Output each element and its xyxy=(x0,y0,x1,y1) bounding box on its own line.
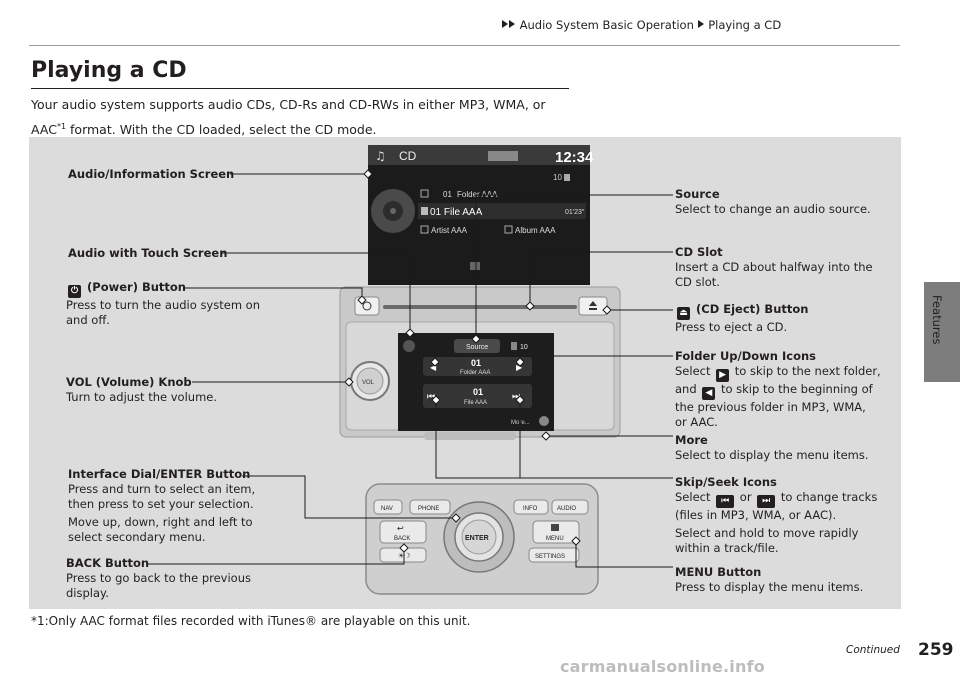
enter-label: ENTER xyxy=(465,535,489,542)
intro-paragraph: Your audio system supports audio CDs, CD… xyxy=(31,94,591,141)
vol-knob-label: VOL xyxy=(362,380,375,386)
hand-icon xyxy=(470,262,480,270)
back-arrow-icon: ↩ xyxy=(397,524,404,533)
intro-line-2: AAC*1 format. With the CD loaded, select… xyxy=(31,122,377,138)
settings-button xyxy=(528,547,580,563)
callout-interface-dial: Interface Dial/ENTER Button Press and tu… xyxy=(68,467,256,544)
touch-source-button xyxy=(454,339,500,353)
eject-icon: ⏏ xyxy=(677,307,690,320)
touch-more-icon xyxy=(539,416,549,426)
power-icon: ⏻ xyxy=(68,285,81,298)
continued-label: Continued xyxy=(846,644,900,656)
callout-skip-seek: Skip/Seek Icons Select ⏮ or ⏭ to change … xyxy=(675,475,878,555)
callout-more: More Select to display the menu items. xyxy=(675,433,869,462)
menu-button xyxy=(532,520,580,544)
touch-track-row xyxy=(423,384,532,408)
callout-back-button: BACK Button Press to go back to the prev… xyxy=(66,556,251,600)
breadcrumb-current: Playing a CD xyxy=(708,18,782,32)
folder-down-icon: ◀ xyxy=(702,387,716,400)
screen-source-label: CD xyxy=(399,149,417,163)
watermark: carmanualsonline.info xyxy=(560,657,765,676)
callout-menu-button: MENU Button Press to display the menu it… xyxy=(675,565,864,594)
touch-folder-num: 01 xyxy=(471,358,481,368)
phone-label: PHONE xyxy=(418,506,439,512)
breadcrumb-arrow-icon xyxy=(502,20,508,28)
cd-slot xyxy=(383,305,577,309)
touch-skip-forward-icon: ⏭ xyxy=(512,392,520,402)
footnote-ref[interactable]: *1 xyxy=(56,122,67,131)
album-icon xyxy=(504,225,513,234)
touch-folder-name: Folder AAA xyxy=(460,370,490,376)
callout-audio-info-screen: Audio/Information Screen xyxy=(68,167,235,181)
audio-button xyxy=(551,499,589,515)
page-title: Playing a CD xyxy=(31,58,187,83)
callout-source: Source Select to change an audio source. xyxy=(675,187,871,216)
touch-folder-row xyxy=(423,357,532,376)
settings-label: SETTINGS xyxy=(535,554,565,560)
side-tab-label: Features xyxy=(930,295,944,345)
info-label: INFO xyxy=(523,506,538,512)
callout-power-button: ⏻ (Power) Button Press to turn the audio… xyxy=(66,280,260,327)
screen-elapsed: 01'23" xyxy=(565,209,585,216)
back-button xyxy=(379,520,427,544)
touch-folder-up-icon: ▶ xyxy=(516,363,523,372)
touch-file-name: File AAA xyxy=(464,400,487,406)
touch-file-num: 01 xyxy=(473,387,483,397)
touch-more-label: More... xyxy=(511,420,530,426)
touch-folder-down-icon: ◀ xyxy=(430,363,437,372)
file-icon xyxy=(421,207,428,215)
info-button xyxy=(513,499,549,515)
audio-label: AUDIO xyxy=(557,506,576,512)
skip-back-icon: ⏮ xyxy=(716,495,735,508)
side-tab[interactable] xyxy=(924,282,960,382)
touch-skip-back-icon: ⏮ xyxy=(427,392,435,402)
page-number: 259 xyxy=(918,640,954,660)
screen-status-bar xyxy=(368,145,590,165)
screen-track-row xyxy=(418,203,586,219)
touch-volume: 10 xyxy=(520,344,528,351)
callout-cd-eject: ⏏ (CD Eject) Button Press to eject a CD. xyxy=(675,302,809,334)
nav-label: NAV xyxy=(381,506,393,512)
breadcrumb-arrow-icon xyxy=(509,20,515,28)
music-note-icon: ♫ xyxy=(375,149,386,163)
screen-volume: 10 xyxy=(553,173,562,182)
callout-cd-slot: CD Slot Insert a CD about halfway into t… xyxy=(675,245,873,289)
screen-artist: Artist AAA xyxy=(431,226,468,235)
callout-vol-knob: VOL (Volume) Knob Turn to adjust the vol… xyxy=(66,375,218,404)
back-label: BACK xyxy=(394,536,410,542)
touch-home-icon xyxy=(403,340,415,352)
screen-file-title: 01 File AAA xyxy=(430,207,483,218)
nav-button xyxy=(373,499,403,515)
breadcrumb-arrow-icon xyxy=(697,20,704,28)
breadcrumb: Audio System Basic Operation Playing a C… xyxy=(502,18,781,32)
touch-volume-icon xyxy=(511,342,517,350)
head-unit-lip xyxy=(424,432,516,440)
artist-icon xyxy=(420,225,429,234)
screen-clock: 12:34 xyxy=(555,149,594,166)
menu-icon xyxy=(551,524,559,531)
header-rule xyxy=(29,45,900,46)
volume-bar-icon xyxy=(564,174,570,181)
screen-album: Album AAA xyxy=(515,226,556,235)
skip-forward-icon: ⏭ xyxy=(757,495,776,508)
callout-folder-icons: Folder Up/Down Icons Select ▶ to skip to… xyxy=(675,349,881,429)
breadcrumb-parent[interactable]: Audio System Basic Operation xyxy=(519,18,694,32)
folder-icon xyxy=(420,189,429,198)
callout-audio-touch-screen: Audio with Touch Screen xyxy=(68,246,228,260)
folder-up-icon: ▶ xyxy=(716,369,730,382)
touch-source-label: Source xyxy=(466,344,488,351)
title-rule xyxy=(31,88,569,89)
intro-line-1: Your audio system supports audio CDs, CD… xyxy=(31,97,546,112)
status-icons xyxy=(488,151,518,161)
leader-endpoints xyxy=(344,169,612,553)
footnote: *1:Only AAC format files recorded with i… xyxy=(31,614,471,628)
screen-folder-num: 01 xyxy=(443,190,452,199)
menu-label: MENU xyxy=(546,536,564,542)
phone-button xyxy=(409,499,451,515)
